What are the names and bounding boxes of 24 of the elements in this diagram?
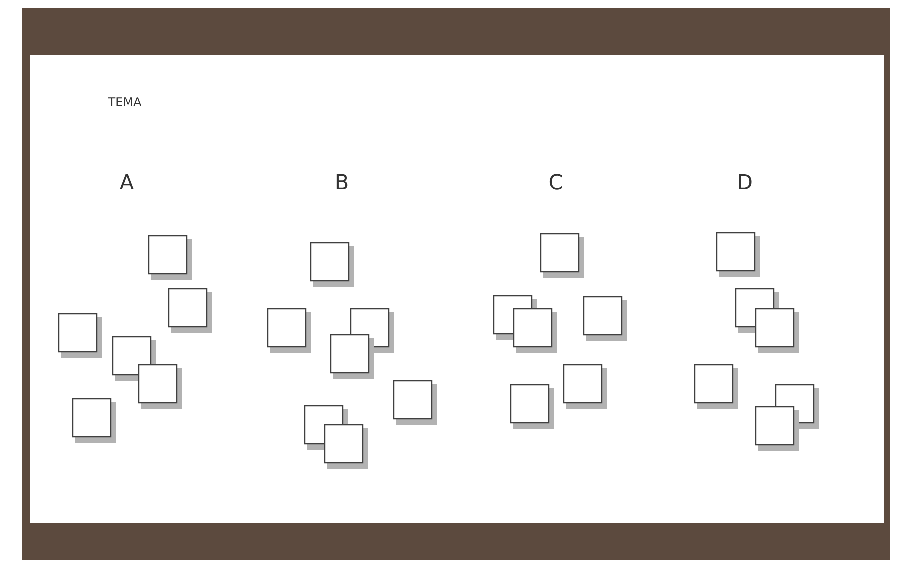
sticky-note: [168, 288, 212, 333]
sticky-note: [58, 313, 102, 358]
column-letter: D: [739, 174, 752, 190]
sticky-note: [510, 384, 554, 429]
sticky-note: [540, 233, 584, 278]
column-letter: C: [550, 174, 562, 190]
sticky-note: [72, 398, 116, 443]
sticky-note: [716, 232, 760, 277]
column-letter: B: [336, 174, 348, 190]
board-title: TEMA: [108, 98, 142, 106]
sticky-note: [267, 308, 311, 353]
sticky-note: [393, 380, 437, 425]
sticky-note: [755, 406, 799, 451]
sticky-note: [583, 296, 627, 341]
sticky-note: [330, 334, 374, 379]
column-letter: A: [120, 174, 134, 190]
sticky-note: [563, 364, 607, 409]
sticky-note: [138, 364, 182, 409]
sticky-note: [694, 364, 738, 409]
sticky-note: [324, 424, 368, 469]
sticky-note: [310, 242, 354, 287]
sticky-note: [148, 235, 192, 280]
sticky-note: [755, 308, 799, 353]
sticky-note: [513, 308, 557, 353]
